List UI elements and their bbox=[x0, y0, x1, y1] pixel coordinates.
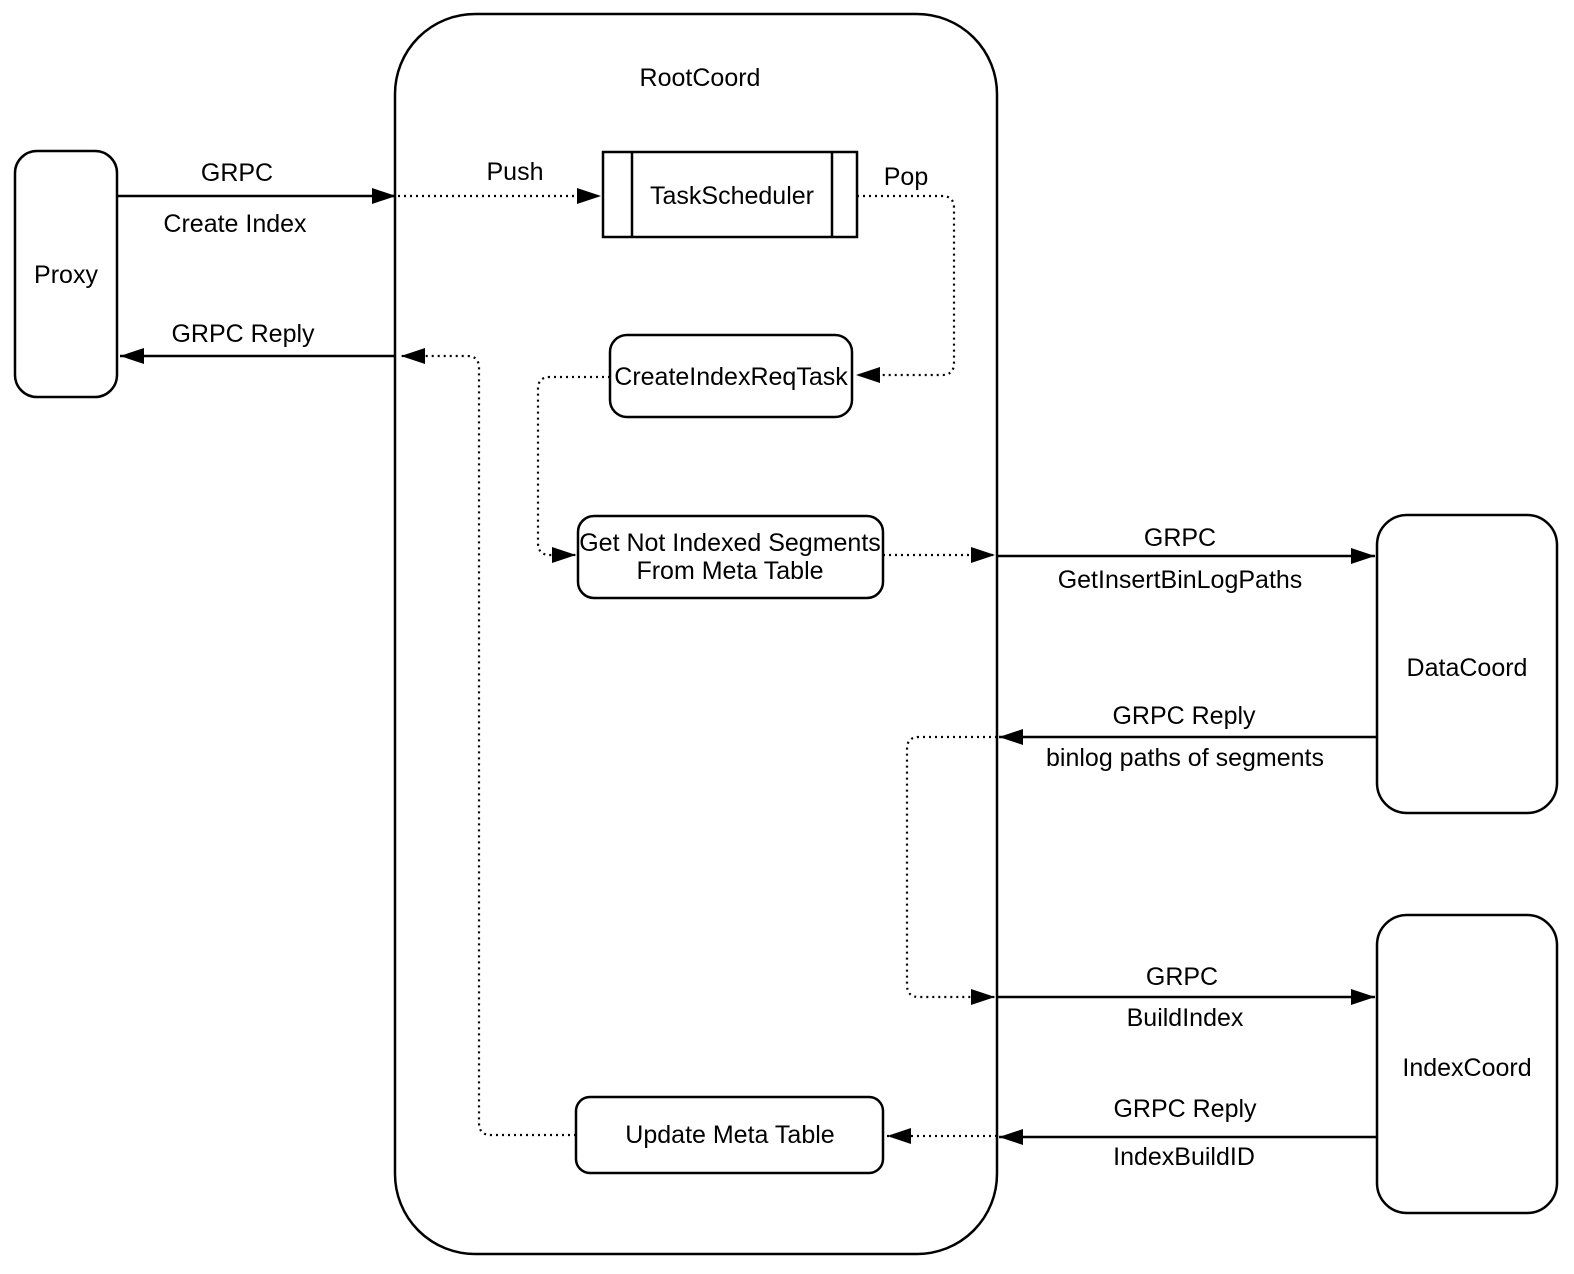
edge-push-label: Push bbox=[487, 158, 544, 186]
proxy-node bbox=[13, 149, 119, 399]
index-coord-label: IndexCoord bbox=[1402, 1054, 1531, 1082]
edge-task-to-get-segments bbox=[536, 375, 610, 563]
edge-binlog-to-buildindex bbox=[905, 735, 997, 1005]
rootcoord-label: RootCoord bbox=[640, 64, 761, 92]
edge-grpc-reply-binlog-label-line1: GRPC Reply bbox=[1112, 702, 1256, 730]
edge-grpc-create-index-label-line2: Create Index bbox=[163, 210, 307, 238]
edge-grpc-buildindex-label-line2: BuildIndex bbox=[1127, 1004, 1244, 1032]
edge-grpc-getinsertbinlogpaths-label-line2: GetInsertBinLogPaths bbox=[1058, 566, 1303, 594]
edge-pop bbox=[856, 194, 956, 383]
data-coord-node bbox=[1375, 513, 1559, 815]
proxy-label: Proxy bbox=[34, 261, 98, 289]
update-meta-table-label: Update Meta Table bbox=[625, 1121, 834, 1149]
create-index-req-task-label: CreateIndexReqTask bbox=[614, 363, 848, 391]
edge-grpc-reply-to-proxy-label: GRPC Reply bbox=[171, 320, 315, 348]
task-scheduler-node bbox=[601, 150, 859, 239]
rootcoord-container bbox=[393, 12, 999, 1256]
task-scheduler-label: TaskScheduler bbox=[650, 182, 814, 210]
data-coord-label: DataCoord bbox=[1407, 654, 1528, 682]
edge-update-meta-to-border bbox=[401, 348, 576, 1137]
get-not-indexed-segments-label-line2: From Meta Table bbox=[636, 557, 823, 585]
get-not-indexed-segments-node bbox=[576, 514, 885, 600]
index-coord-node bbox=[1375, 913, 1559, 1215]
get-not-indexed-segments-label-line1: Get Not Indexed Segments bbox=[579, 529, 881, 557]
edge-grpc-reply-indexbuildid-label-line2: IndexBuildID bbox=[1113, 1143, 1255, 1171]
edge-grpc-buildindex-label-line1: GRPC bbox=[1146, 963, 1218, 991]
edge-grpc-create-index-label-line1: GRPC bbox=[201, 159, 273, 187]
edge-grpc-getinsertbinlogpaths-label-line1: GRPC bbox=[1144, 524, 1216, 552]
edge-grpc-reply-binlog-label-line2: binlog paths of segments bbox=[1046, 744, 1324, 772]
edge-pop-label: Pop bbox=[884, 163, 928, 191]
edge-grpc-reply-indexbuildid-label-line1: GRPC Reply bbox=[1113, 1095, 1257, 1123]
